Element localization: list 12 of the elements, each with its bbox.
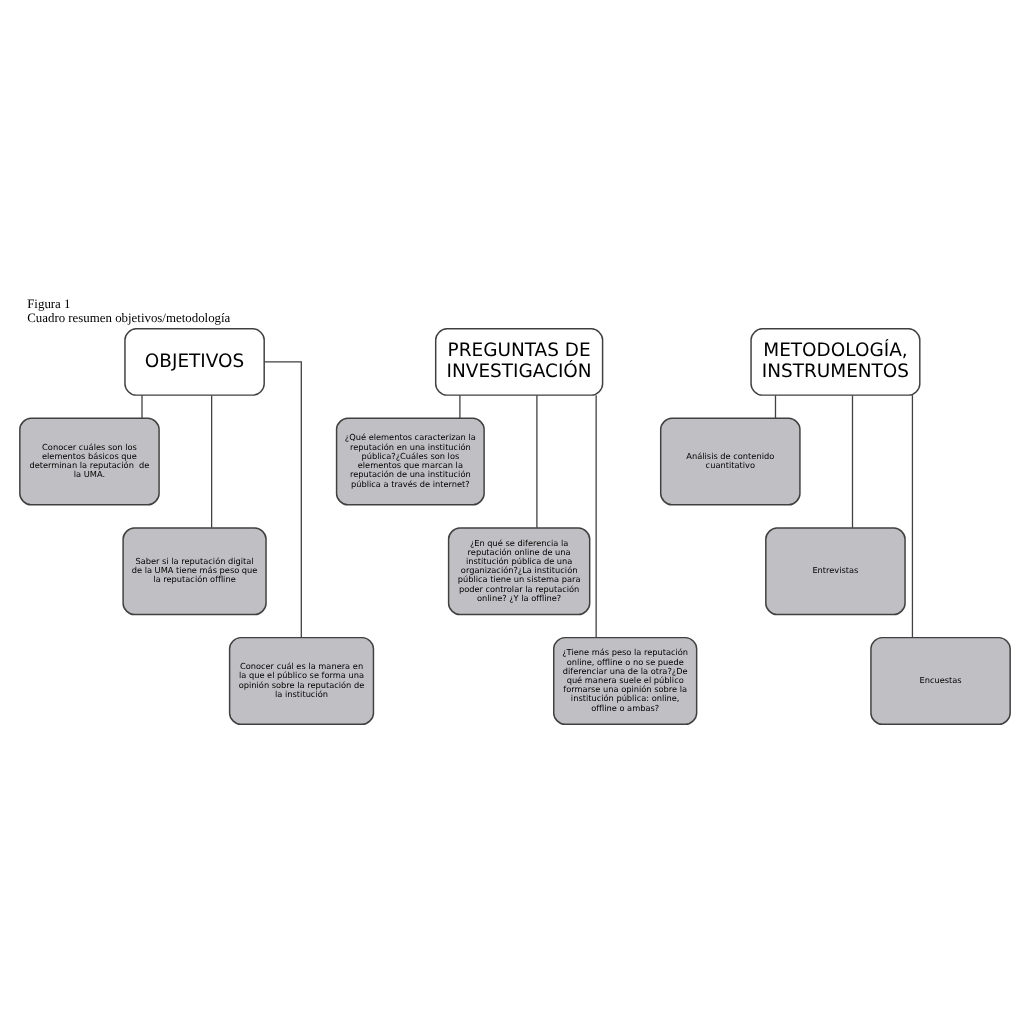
connector (851, 394, 854, 529)
connector (536, 394, 538, 529)
node-box: OBJETIVOS (124, 328, 265, 396)
connector (141, 394, 143, 419)
connector (595, 394, 597, 639)
connector (774, 394, 777, 419)
connector (263, 361, 302, 639)
connector (911, 394, 914, 639)
connector (211, 394, 213, 529)
node-box: METODOLOGÍA, INSTRUMENTOS (750, 328, 921, 396)
node-box: PREGUNTAS DE INVESTIGACIÓN (434, 328, 604, 396)
connector (459, 394, 461, 419)
